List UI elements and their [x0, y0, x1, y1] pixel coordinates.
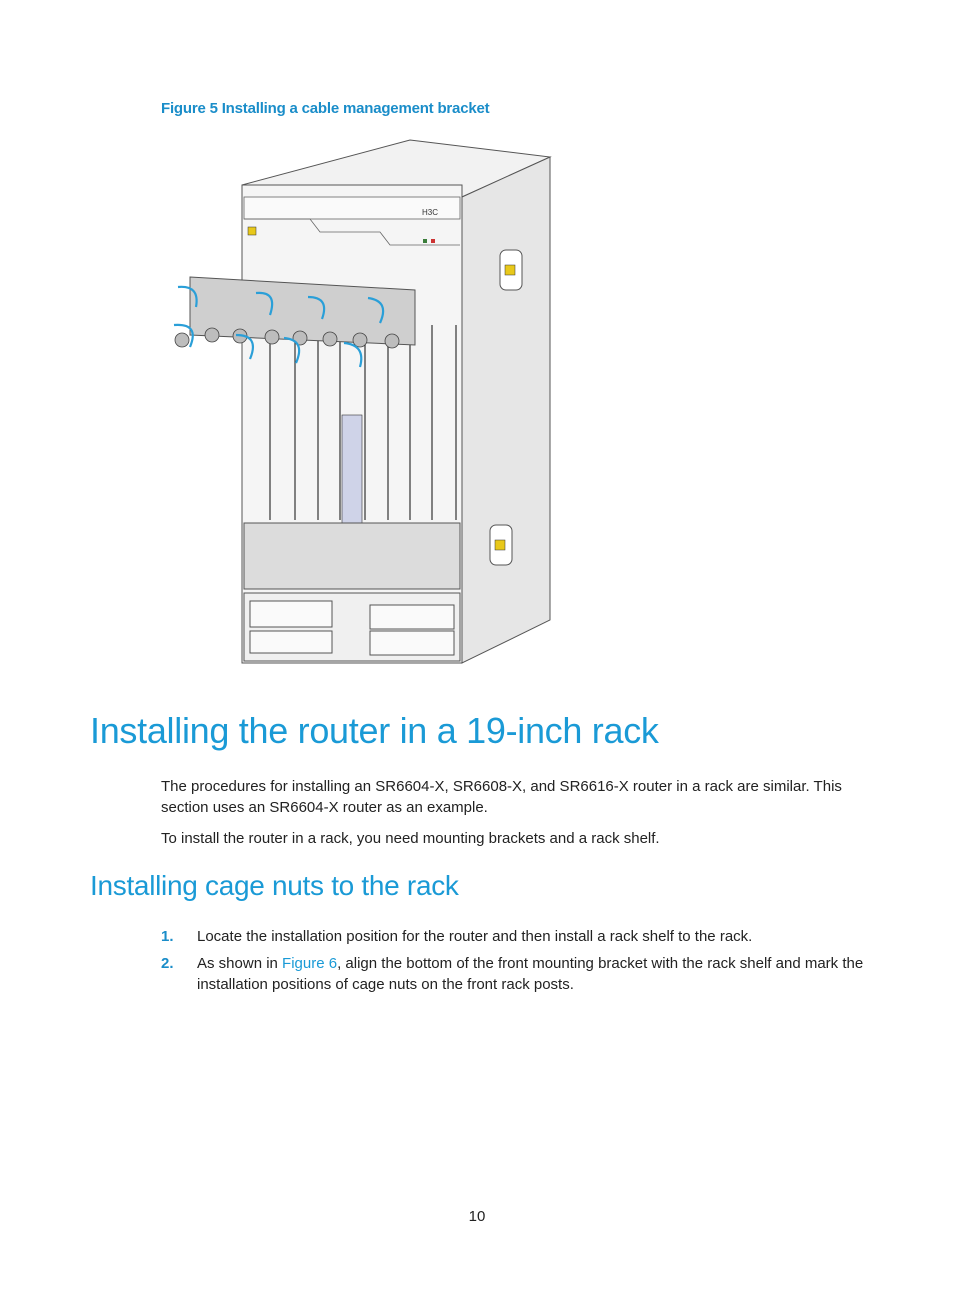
requirements-paragraph: To install the router in a rack, you nee… — [161, 830, 660, 847]
intro-paragraph: The procedures for installing an SR6604-… — [161, 778, 842, 816]
rotate-arrow-icon — [173, 285, 385, 368]
router-chassis-illustration: H3C — [173, 139, 552, 664]
step-text-before: As shown in — [197, 955, 283, 972]
chassis-logo: H3C — [422, 208, 438, 217]
step-text: Locate the installation position for the… — [197, 928, 753, 945]
router-installation-figure: H3C — [160, 135, 560, 675]
section-title: Installing the router in a 19-inch rack — [90, 710, 659, 751]
figure-6-link[interactable]: Figure 6 — [282, 955, 338, 972]
step-text-after: , align the bottom of the front mounting… — [197, 955, 864, 993]
figure-caption: Figure 5 Installing a cable management b… — [161, 100, 490, 117]
subsection-title: Installing cage nuts to the rack — [90, 870, 459, 901]
page-number: 10 — [468, 1208, 486, 1225]
steps-list: 1. Locate the installation position for … — [161, 926, 871, 1001]
step-number: 1. — [161, 928, 174, 945]
list-item: 2. As shown in Figure 6, align the botto… — [161, 953, 871, 995]
list-item: 1. Locate the installation position for … — [161, 926, 871, 947]
step-number: 2. — [161, 955, 174, 972]
